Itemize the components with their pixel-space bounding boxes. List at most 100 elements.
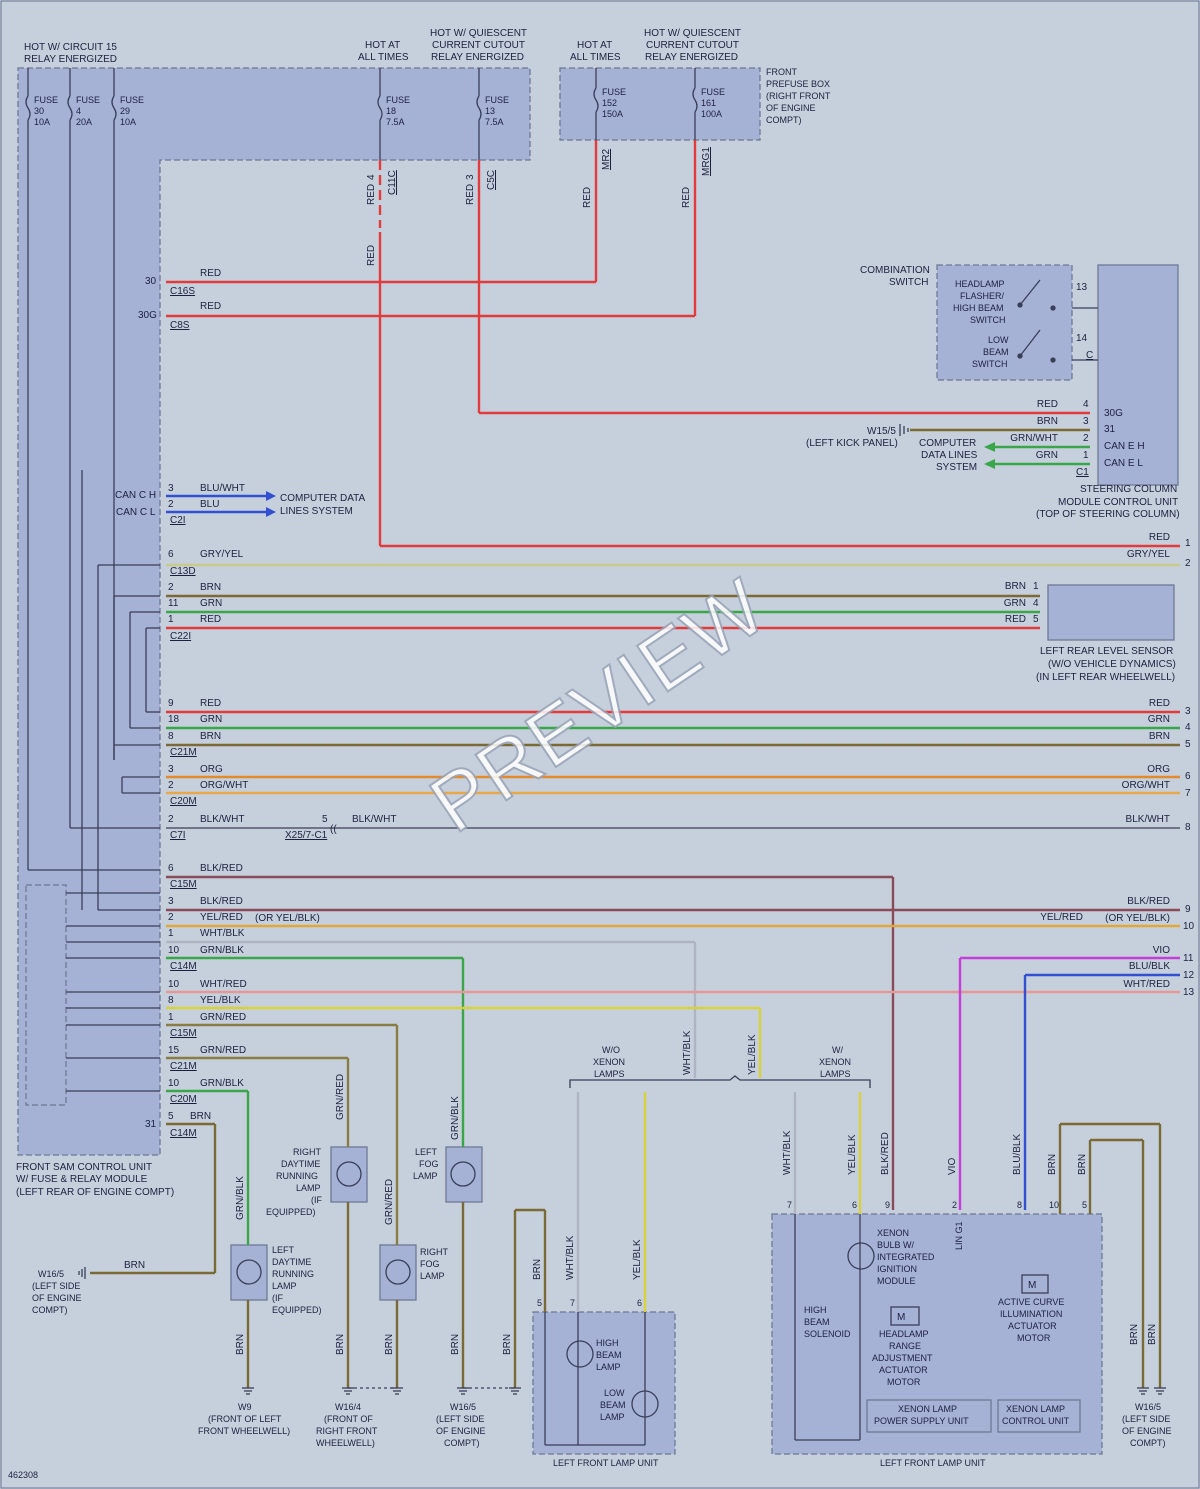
pin-label: 5 — [1082, 1200, 1087, 1210]
row-number: 2 — [1185, 558, 1191, 569]
pin-label: 8 — [168, 731, 174, 742]
fuse-amps: 100A — [701, 109, 722, 119]
right-fog-label-3: LAMP — [420, 1271, 445, 1281]
row-number: 9 — [1185, 904, 1191, 915]
fuse-number: 13 — [485, 106, 495, 116]
pin-label: 4 — [1083, 399, 1089, 410]
sam-internal-lines — [27, 68, 696, 1092]
connector-label: C — [1086, 350, 1093, 361]
top-red-wires — [378, 140, 697, 546]
lamp-wires — [246, 1202, 465, 1388]
wire-color-label: BRN — [1149, 731, 1170, 742]
lamp-unit-wires — [513, 1092, 1162, 1388]
connector-label: C20M — [170, 1094, 197, 1105]
lamp-unit-internals — [544, 1214, 1049, 1446]
row-number: 10 — [1183, 921, 1195, 932]
switch1-label-1: HEADLAMP — [955, 279, 1005, 289]
pin-label: 1 — [1033, 581, 1039, 592]
sam-title-2: W/ FUSE & RELAY MODULE — [16, 1174, 148, 1185]
steering-module-title-2: MODULE CONTROL UNIT — [1058, 497, 1178, 508]
sam-relay-module — [25, 884, 67, 1106]
connector-label: C20M — [170, 796, 197, 807]
wire-color-label: RED — [1149, 698, 1170, 709]
pin-label: 13 — [1076, 282, 1088, 293]
power-quiescent-2a: HOT W/ QUIESCENT — [644, 28, 741, 39]
wire-color-label: BLK/RED — [200, 863, 243, 874]
high-beam-label-3: LAMP — [596, 1362, 621, 1372]
arrowheads-steering — [984, 442, 995, 469]
row-number: 13 — [1183, 987, 1195, 998]
sam-fuse-box — [17, 67, 531, 1156]
left-fog-label-3: LAMP — [413, 1171, 438, 1181]
power-hot-all-2b: ALL TIMES — [570, 52, 621, 63]
wire-color-label: BLU/BLK — [1012, 1134, 1023, 1175]
w-xenon-label-2: XENON — [819, 1057, 851, 1067]
pin-label: 7 — [570, 1298, 575, 1308]
row-number: 4 — [1185, 722, 1191, 733]
splice-connector-symbol: (( — [330, 824, 337, 835]
ground-loc-1b: OF ENGINE — [32, 1293, 82, 1303]
signal-label: 30G — [1104, 408, 1123, 419]
level-sensor-title-2: (W/O VEHICLE DYNAMICS) — [1048, 659, 1176, 670]
fuse-label: FUSE — [485, 95, 509, 105]
xenon-control-box — [997, 1399, 1081, 1433]
row-number: 8 — [1185, 822, 1191, 833]
wire-color-label: WHT/BLK — [782, 1130, 793, 1175]
wire-color-label: RED — [200, 301, 221, 312]
range-label-2: RANGE — [889, 1341, 921, 1351]
pin-label: 1 — [168, 928, 174, 939]
wire-color-label: RED — [200, 698, 221, 709]
right-drl-label-6: EQUIPPED) — [266, 1207, 316, 1217]
connector-label: C13D — [170, 566, 196, 577]
fuse-number: 30 — [34, 106, 44, 116]
range-label-3: ADJUSTMENT — [872, 1353, 933, 1363]
wire-color-label: RED — [1149, 532, 1170, 543]
steering-data-label-2: DATA LINES — [921, 450, 978, 461]
power-quiescent-2b: CURRENT CUTOUT — [646, 40, 739, 51]
w-xenon-label-3: LAMPS — [820, 1069, 851, 1079]
fuse-number: 29 — [120, 106, 130, 116]
wire-color-label: WHT/BLK — [200, 928, 245, 939]
wire-color-label: GRN — [1148, 714, 1170, 725]
power-hot-all-1b: ALL TIMES — [358, 52, 409, 63]
lower-grounds: W9 (FRONT OF LEFT FRONT WHEELWELL) W16/4… — [198, 1402, 1172, 1448]
ground-loc-2b: FRONT WHEELWELL) — [198, 1426, 290, 1436]
pin-label: 1 — [1083, 450, 1089, 461]
wire-color-label: GRN/RED — [200, 1045, 246, 1056]
pin-label: 6 — [852, 1200, 857, 1210]
wire-color-label: GRN/BLK — [200, 1078, 244, 1089]
wire-color-label: BLK/WHT — [200, 814, 244, 825]
curve-label-2: ILLUMINATION — [1000, 1309, 1062, 1319]
wire-color-label: BRN — [200, 582, 221, 593]
pin-label: 4 — [366, 174, 377, 180]
fuse-label: FUSE — [76, 95, 100, 105]
wire-color-label: BRN — [1077, 1154, 1088, 1175]
pin-label: 2 — [168, 499, 174, 510]
pin-label: 2 — [168, 582, 174, 593]
wire-color-label: BRN — [1037, 416, 1058, 427]
wo-xenon-label-3: LAMPS — [594, 1069, 625, 1079]
wire-color-label: GRN/RED — [200, 1012, 246, 1023]
steering-module-title-3: (TOP OF STEERING COLUMN) — [1036, 509, 1180, 520]
wire-color-label: BRN — [335, 1334, 346, 1355]
w-xenon-label-1: W/ — [832, 1045, 843, 1055]
figure-id: 462308 — [8, 1470, 38, 1480]
splice-connector: X25/7-C1 — [285, 830, 328, 841]
fuse-18: FUSE 18 7.5A — [386, 95, 410, 127]
wire-color-label: GRN — [1036, 450, 1058, 461]
wire-color-label: BRN — [1129, 1324, 1140, 1345]
steering-module-title-1: STEERING COLUMN — [1080, 484, 1177, 495]
fuse-161: FUSE 161 100A — [701, 87, 725, 119]
wire-color-label: GRN/BLK — [235, 1176, 246, 1220]
ground-label: W16/5 — [1135, 1402, 1161, 1412]
lamp-unit-labels: WHT/BLK YEL/BLK BRN BRN 5 7 6 HIGH BEAM … — [502, 1130, 1158, 1468]
wire-color-label: RED — [1037, 399, 1058, 410]
wire-color-label: GRN/RED — [335, 1074, 346, 1120]
power-quiescent-1a: HOT W/ QUIESCENT — [430, 28, 527, 39]
pin-label: 6 — [168, 863, 174, 874]
signal-label: CAN C H — [115, 490, 156, 501]
wire-color-label: GRN/BLK — [450, 1096, 461, 1140]
connector-label: C15M — [170, 879, 197, 890]
pin-label: 6 — [168, 549, 174, 560]
